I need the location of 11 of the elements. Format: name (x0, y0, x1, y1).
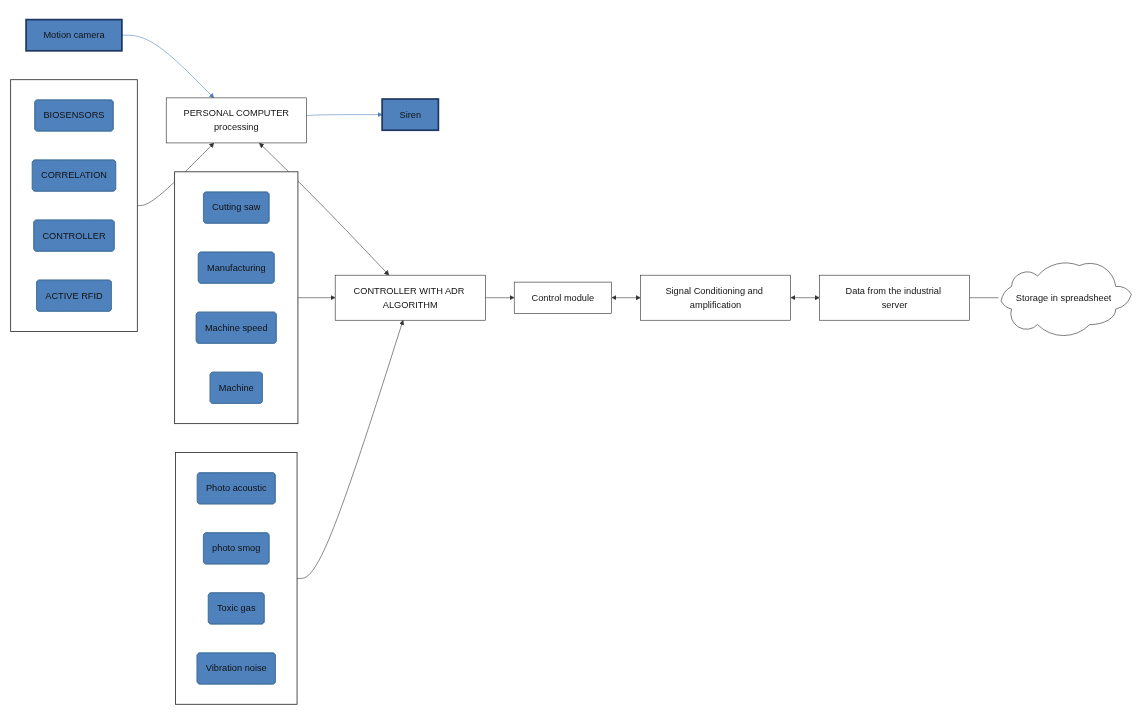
node-box: CONTROLLER WITH ADR ALGORITHM (334, 274, 486, 321)
connector (969, 297, 999, 299)
node-box: Signal Conditioning and amplification (640, 274, 791, 321)
node-box: Control module (513, 281, 612, 314)
node-box: Siren (381, 98, 440, 132)
cluster (10, 79, 138, 332)
node-box: Data from the industrial server (819, 274, 970, 321)
cluster (174, 171, 299, 425)
cluster (175, 452, 298, 705)
node-box: Motion camera (25, 18, 123, 52)
node-box: PERSONAL COMPUTER processing (165, 97, 307, 144)
